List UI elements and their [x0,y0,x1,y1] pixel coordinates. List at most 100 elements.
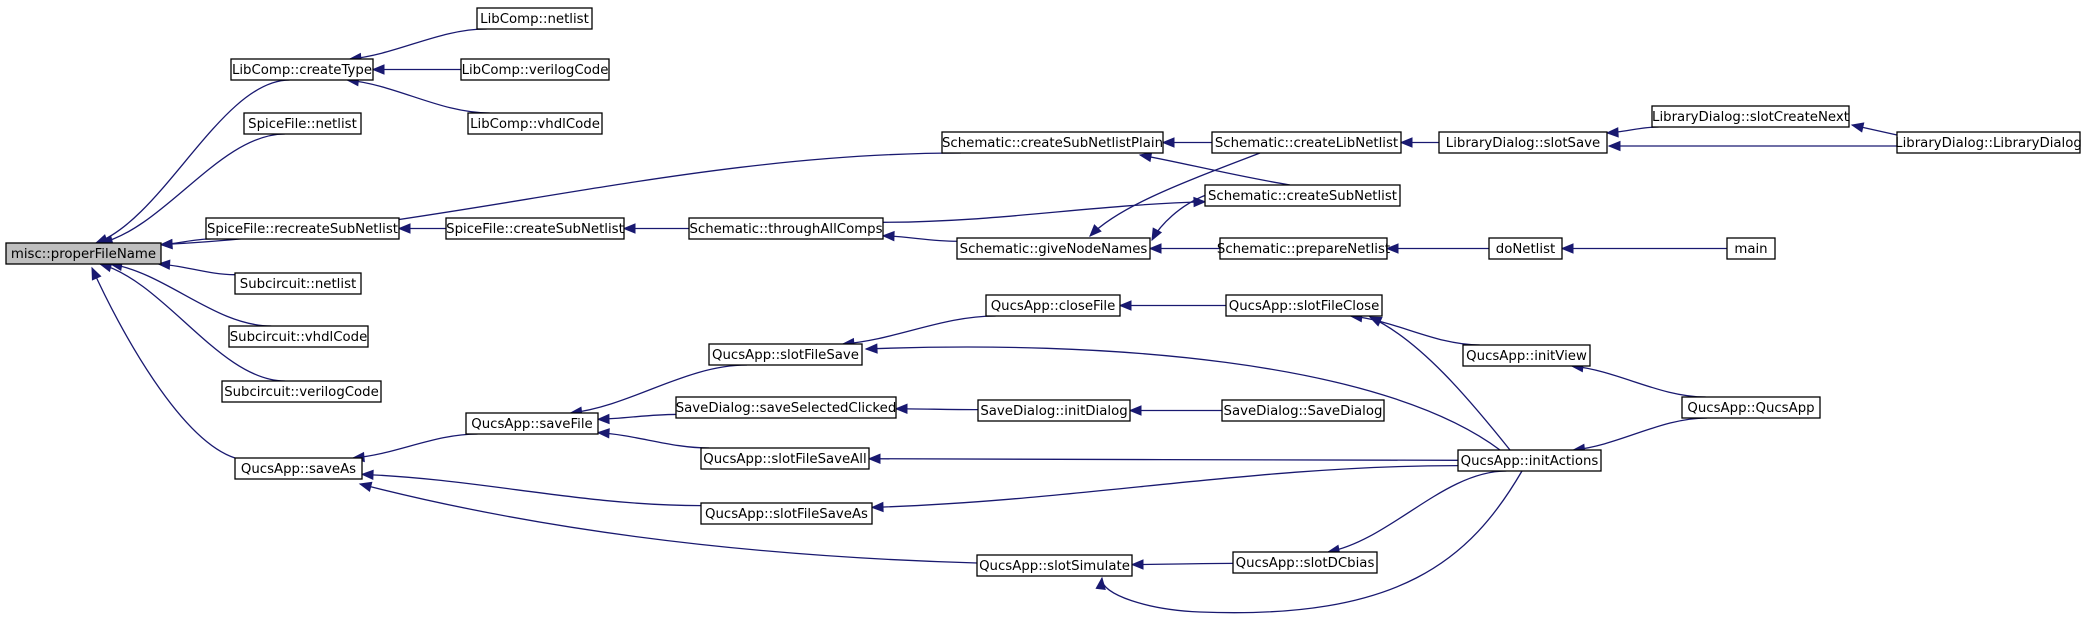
node-sc_createLibNetlist[interactable]: Schematic::createLibNetlist [1211,131,1402,154]
node-lc_createType[interactable]: LibComp::createType [230,58,374,81]
node-box [234,272,362,295]
node-sub_vhdlCode[interactable]: Subcircuit::vhdlCode [228,325,369,348]
arrowhead-qa_initActions-to-qa_slotSimulate [1095,576,1106,591]
node-sc_throughAllComps[interactable]: Schematic::throughAllComps [688,217,884,240]
node-box [1225,294,1383,317]
node-box [476,7,593,30]
node-box [1232,551,1378,574]
call-edge-qa_QucsApp-to-qa_initActions [1573,417,1708,451]
node-sd_SaveDialog[interactable]: SaveDialog::SaveDialog [1221,399,1385,422]
node-box [675,396,897,419]
node-label: Schematic::createSubNetlistPlain [942,136,1163,151]
node-box [228,325,369,348]
arrowhead-qa_initActions-to-qa_slotFileSaveAll [867,453,881,464]
call-edge-qa_saveFile-to-qa_saveAs [352,433,478,459]
call-edge-qa_initActions-to-qa_slotFileSave [865,346,1501,451]
node-label: QucsApp::slotFileSaveAs [705,507,868,522]
arrowhead-ld_slotSave-to-sc_createLibNetlist [1399,137,1413,148]
node-qa_QucsApp[interactable]: QucsApp::QucsApp [1681,396,1821,419]
arrowhead-sub_netlist-to-misc_properFileName [157,259,171,270]
call-graph-nodes: misc::properFileNameLibComp::createTypeL… [5,7,2082,577]
arrowhead-sf_recreateSubNetlist-to-misc_properFileName [159,238,173,250]
node-sub_netlist[interactable]: Subcircuit::netlist [234,272,362,295]
arrowhead-sd_SaveDialog-to-sd_initDialog [1128,405,1142,416]
node-misc_properFileName[interactable]: misc::properFileName [5,242,162,265]
node-sf_recreateSubNetlist[interactable]: SpiceFile::recreateSubNetlist [205,217,400,240]
arrowhead-qa_saveAs-to-misc_properFileName [91,266,102,281]
call-edge-qa_closeFile-to-qa_slotFileSave [842,315,996,345]
node-qa_saveFile[interactable]: QucsApp::saveFile [465,412,599,435]
arrowhead-sd_initDialog-to-sd_saveSelectedClicked [894,403,908,415]
node-main[interactable]: main [1726,237,1776,260]
call-edge-sc_createSubNetlist-to-sc_createSubNetlistPlain [1139,154,1291,186]
call-edge-sd_initDialog-to-sd_saveSelectedClicked [895,408,979,411]
node-box [1219,237,1388,260]
node-box [1726,237,1776,260]
node-qa_slotDCbias[interactable]: QucsApp::slotDCbias [1232,551,1378,574]
node-box [467,112,603,135]
node-label: Subcircuit::vhdlCode [230,330,368,345]
arrowhead-lc_verilogCode-to-lc_createType [371,64,385,75]
node-label: doNetlist [1496,242,1555,257]
node-qa_closeFile[interactable]: QucsApp::closeFile [985,294,1121,317]
node-box [956,237,1151,260]
node-label: LibraryDialog::slotSave [1446,136,1600,151]
node-sf_netlist[interactable]: SpiceFile::netlist [243,112,362,135]
node-qa_initActions[interactable]: QucsApp::initActions [1457,449,1602,472]
node-qa_slotFileSaveAll[interactable]: QucsApp::slotFileSaveAll [700,447,870,470]
node-doNetlist[interactable]: doNetlist [1488,237,1563,260]
node-ld_slotSave[interactable]: LibraryDialog::slotSave [1438,131,1608,154]
node-qa_slotFileSaveAs[interactable]: QucsApp::slotFileSaveAs [700,502,873,525]
arrowhead-qa_initActions-to-qa_slotFileSave [864,343,878,354]
node-label: QucsApp::slotDCbias [1236,556,1375,571]
arrowhead-sf_createSubNetlist-to-sf_recreateSubNetlist [397,223,411,234]
node-label: QucsApp::initView [1466,349,1587,364]
node-sc_prepareNetlist[interactable]: Schematic::prepareNetlist [1217,237,1390,260]
node-label: QucsApp::slotFileSaveAll [703,452,866,467]
node-label: QucsApp::slotSimulate [979,559,1130,574]
arrowhead-sc_createLibNetlist-to-sc_giveNodeNames [1089,224,1102,237]
node-label: Subcircuit::verilogCode [224,385,379,400]
node-label: main [1734,242,1767,257]
call-edge-qa_initActions-to-qa_slotFileSaveAs [871,464,1459,509]
node-qa_slotFileSave[interactable]: QucsApp::slotFileSave [708,343,863,366]
node-ld_slotCreateNext[interactable]: LibraryDialog::slotCreateNext [1651,105,1850,128]
node-qa_slotFileClose[interactable]: QucsApp::slotFileClose [1225,294,1383,317]
node-sf_createSubNetlist[interactable]: SpiceFile::createSubNetlist [445,217,625,240]
node-lc_vhdlCode[interactable]: LibComp::vhdlCode [467,112,603,135]
call-edge-qa_slotFileSaveAll-to-qa_saveFile [597,431,710,449]
node-lc_verilogCode[interactable]: LibComp::verilogCode [460,58,610,81]
node-qa_slotSimulate[interactable]: QucsApp::slotSimulate [976,554,1133,577]
node-sub_verilogCode[interactable]: Subcircuit::verilogCode [221,380,382,403]
node-label: Schematic::throughAllComps [689,222,882,237]
call-edge-sub_vhdlCode-to-misc_properFileName [110,263,272,327]
arrowhead-ld_slotCreateNext-to-ld_slotSave [1605,127,1619,138]
arrowhead-sc_giveNodeNames-to-sc_throughAllComps [881,230,895,242]
node-label: QucsApp::closeFile [991,299,1116,314]
arrowhead-sc_throughAllComps-to-sf_createSubNetlist [622,223,636,234]
node-sc_giveNodeNames[interactable]: Schematic::giveNodeNames [956,237,1151,260]
node-box [5,242,162,265]
node-sc_createSubNetlist[interactable]: Schematic::createSubNetlist [1204,184,1401,207]
node-label: LibraryDialog::slotCreateNext [1652,110,1849,125]
node-sd_saveSelectedClicked[interactable]: SaveDialog::saveSelectedClicked [675,396,897,419]
node-ld_LibraryDialog[interactable]: LibraryDialog::LibraryDialog [1895,131,2082,154]
call-edge-sc_throughAllComps-to-sc_createSubNetlist [882,201,1206,223]
node-sc_createSubNetlistPlain[interactable]: Schematic::createSubNetlistPlain [941,131,1164,154]
node-sd_initDialog[interactable]: SaveDialog::initDialog [977,399,1131,422]
node-label: Subcircuit::netlist [240,277,356,292]
call-edge-qa_slotSimulate-to-qa_saveAs [359,483,978,564]
arrowhead-sc_createSubNetlist-to-sc_giveNodeNames [1151,227,1163,242]
node-box [1438,131,1608,154]
arrowhead-qa_initActions-to-qa_slotFileSaveAs [870,501,884,513]
node-label: LibComp::vhdlCode [470,117,600,132]
node-qa_saveAs[interactable]: QucsApp::saveAs [234,457,363,480]
call-edge-qa_initActions-to-qa_slotFileClose [1369,316,1511,451]
node-lc_netlist[interactable]: LibComp::netlist [476,7,593,30]
node-box [985,294,1121,317]
node-label: SaveDialog::saveSelectedClicked [676,401,897,416]
call-edge-qa_slotDCbias-to-qa_slotSimulate [1131,562,1234,566]
node-qa_initView[interactable]: QucsApp::initView [1462,344,1591,367]
arrowhead-sc_throughAllComps-to-sc_createSubNetlist [1193,196,1207,208]
node-label: QucsApp::slotFileClose [1229,299,1380,314]
